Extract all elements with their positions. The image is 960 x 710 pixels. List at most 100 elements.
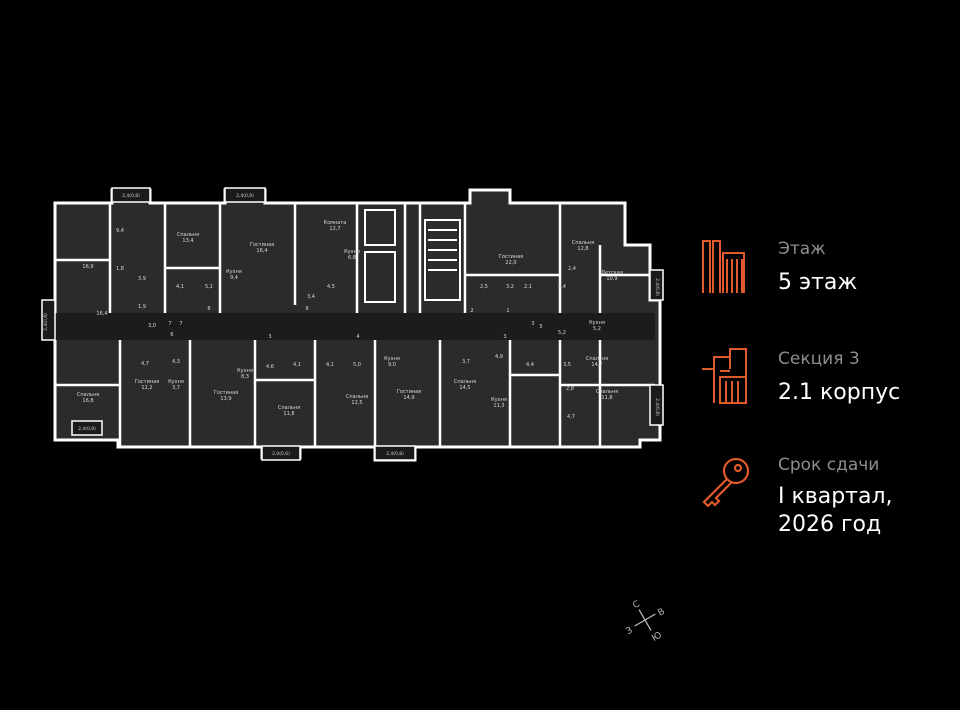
section-value: 2.1 корпус (778, 380, 901, 405)
room-label: 4,7 (567, 414, 575, 420)
room-area: 4,1 (293, 362, 301, 368)
corridor (55, 313, 655, 340)
room-area: 1,9 (138, 304, 146, 310)
room-label: 5,2 (558, 330, 566, 336)
compass-east: В (656, 607, 666, 619)
room-label: 4,4 (558, 284, 566, 290)
room-label: 3,2 (506, 284, 514, 290)
room-label: 2,1 (524, 284, 532, 290)
room-area: 4,7 (567, 414, 575, 420)
room-label: 4,9 (495, 354, 503, 360)
room-area: 5,1 (205, 284, 213, 290)
room-area: 2,5 (480, 284, 488, 290)
room-label: 4,4 (526, 362, 534, 368)
room-name: Гостиная (135, 379, 159, 385)
compass: С В Ю З (624, 599, 666, 644)
room-label: 2,4 (568, 266, 576, 272)
room-area: 3,2 (506, 284, 514, 290)
building-section-icon (702, 348, 747, 404)
room-label: 2,5 (480, 284, 488, 290)
room-area: 9,0 (388, 362, 396, 368)
room-area: 9,4 (230, 275, 238, 281)
room-name: Спальня (77, 392, 99, 398)
balcony-area: 2,4(0,8) (78, 426, 96, 432)
room-label: 4,1 (176, 284, 184, 290)
room-name: Кухня (168, 379, 184, 385)
room-name: Детская (601, 270, 623, 276)
room-area: 14,7 (591, 362, 602, 368)
balconies (41, 187, 664, 461)
balcony-area: 2,0(0,6) (272, 451, 290, 457)
room-label: 5,0 (353, 362, 361, 368)
room-area: 5,2 (593, 326, 601, 332)
room-area: 6,8 (348, 255, 356, 261)
room-area: 14,9 (403, 395, 414, 401)
balcony-area: 2,4(0,8) (122, 193, 140, 199)
room-name: Кухня (384, 356, 400, 362)
room-area: 4,5 (327, 284, 335, 290)
room-area: 4,4 (526, 362, 534, 368)
room-area: 10,9 (606, 276, 617, 282)
room-area: 11,3 (493, 403, 504, 409)
room-area: 3,7 (462, 359, 470, 365)
room-area: 12,7 (329, 226, 340, 232)
apartment-number: 7 (179, 321, 182, 327)
room-area: 1,8 (116, 266, 124, 272)
deadline-value-line1: I квартал, (778, 484, 893, 509)
room-area: 11,8 (283, 411, 294, 417)
room-area: 4,9 (495, 354, 503, 360)
deadline-label: Срок сдачи (778, 455, 880, 475)
compass-south: Ю (650, 630, 664, 644)
room-area: 16,4 (96, 311, 107, 317)
apartment-number: 8 (207, 306, 210, 312)
room-label: 9,4 (116, 228, 124, 234)
room-area: 16,9 (82, 264, 93, 270)
room-area: 9,4 (116, 228, 124, 234)
room-area: 2,4 (568, 266, 576, 272)
floor-value: 5 этаж (778, 270, 858, 295)
room-label: 3,4 (307, 294, 315, 300)
room-name: Спальня (177, 232, 199, 238)
room-label: 3,9 (138, 276, 146, 282)
room-label: 2,8 (566, 386, 574, 392)
room-label: 4,1 (293, 362, 301, 368)
room-label: 4,5 (327, 284, 335, 290)
room-label: 3,0 (148, 323, 156, 329)
room-name: Кухня (589, 320, 605, 326)
room-area: 13,4 (182, 238, 193, 244)
key-icon (702, 457, 750, 507)
room-name: Кухня (491, 397, 507, 403)
room-name: Спальня (454, 379, 476, 385)
room-area: 16,8 (82, 398, 93, 404)
room-area: 5,2 (558, 330, 566, 336)
room-label: 4,1 (326, 362, 334, 368)
room-area: 13,9 (220, 396, 231, 402)
apartment-number: 4 (356, 334, 359, 340)
room-name: Спальня (346, 394, 368, 400)
room-area: 3,0 (148, 323, 156, 329)
room-label: 4,6 (266, 364, 274, 370)
room-area: 4,4 (558, 284, 566, 290)
room-area: 4,7 (141, 361, 149, 367)
deadline-info: Срок сдачи I квартал, 2026 год (700, 453, 950, 548)
room-area: 3,7 (172, 385, 180, 391)
apartment-number: 7 (168, 321, 171, 327)
balcony-area: 2,4(0,8) (386, 451, 404, 457)
room-label: 4,7 (141, 361, 149, 367)
section-info: Секция 3 2.1 корпус (700, 345, 950, 415)
balcony-area: 2,4(0,8) (43, 313, 49, 331)
apartment-number: 9 (305, 306, 308, 312)
